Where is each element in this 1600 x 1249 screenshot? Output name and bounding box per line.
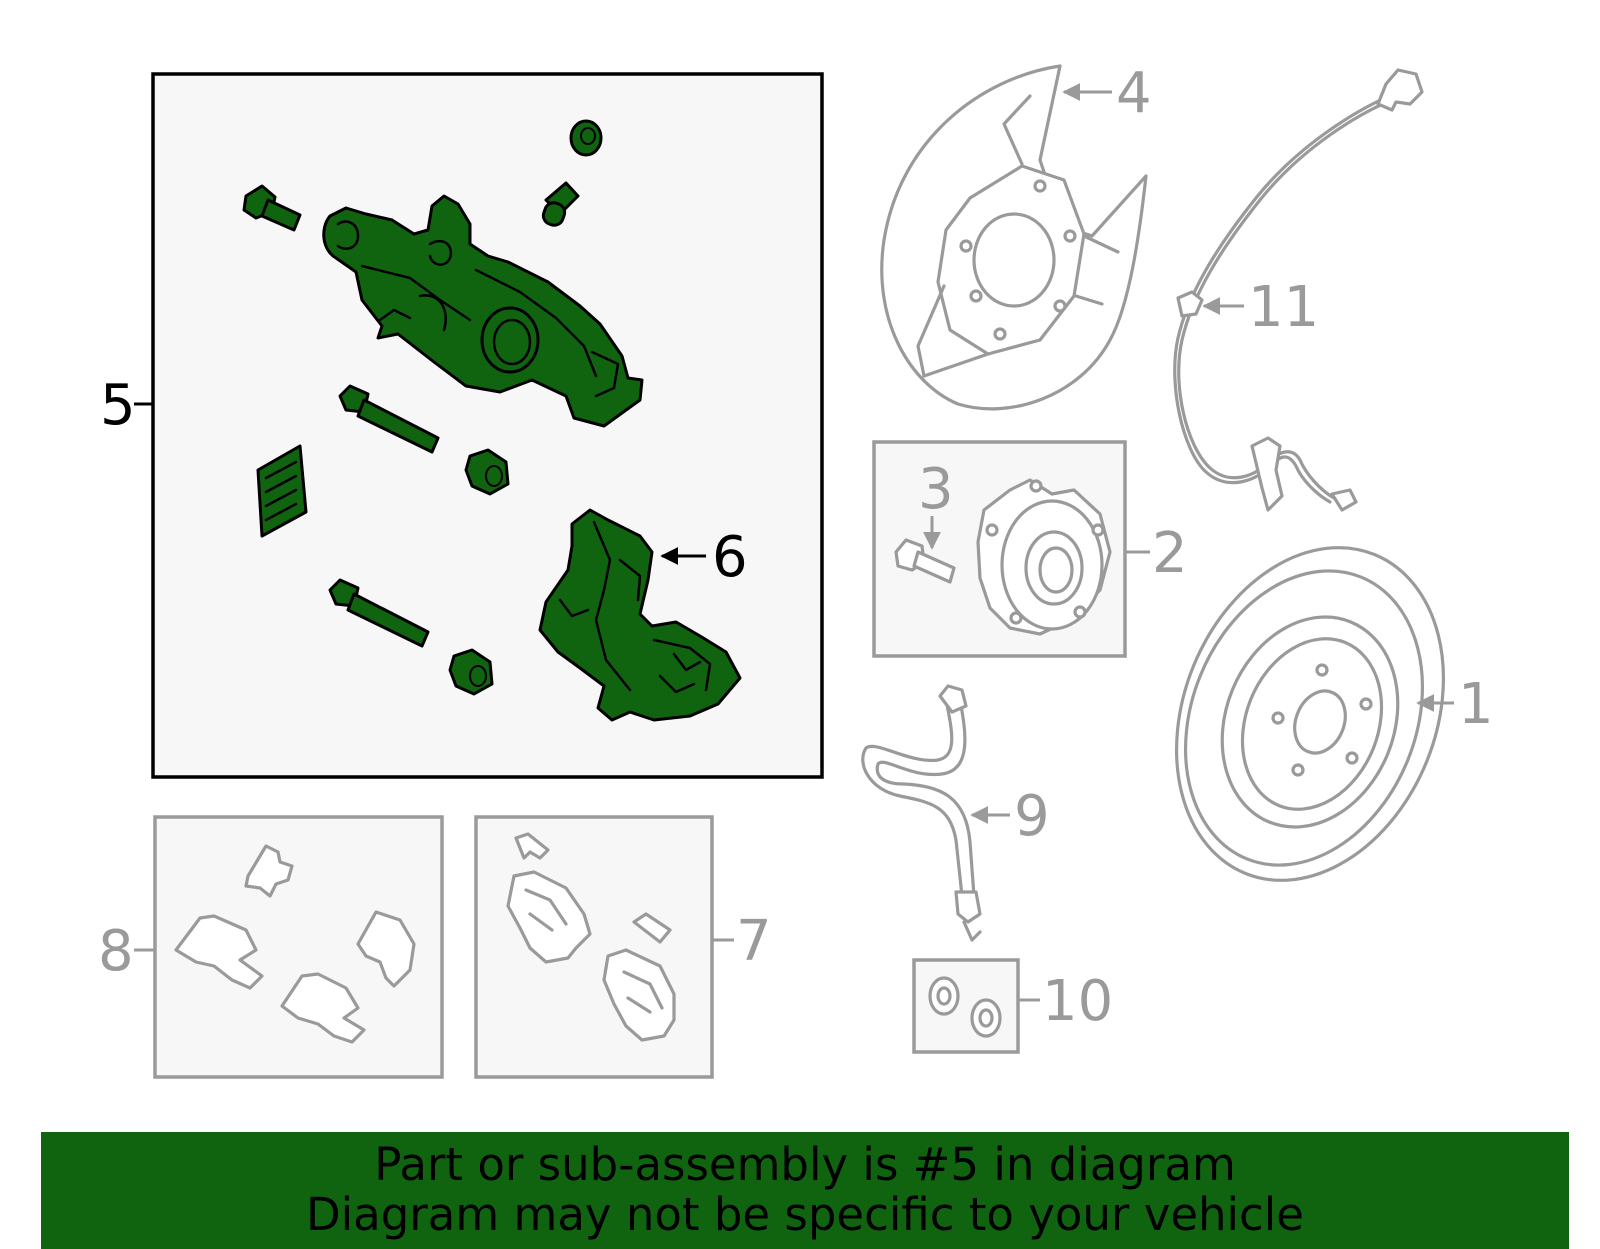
hose-fitting-bottom — [954, 890, 982, 924]
callout-9-label[interactable]: 9 — [1014, 784, 1050, 849]
sensor-connector — [1376, 68, 1424, 112]
dust-shield[interactable]: 4 — [880, 61, 1152, 411]
banner-line-1: Part or sub-assembly is #5 in diagram — [374, 1138, 1236, 1191]
anti-rattle-clip — [256, 444, 308, 538]
brake-hose[interactable]: 9 — [861, 684, 1050, 942]
rotor-hat — [1220, 615, 1400, 829]
washer-kit-box — [912, 958, 1020, 1054]
caliper-bracket — [538, 508, 742, 722]
brake-rotor[interactable]: 1 — [1129, 507, 1494, 920]
washer — [970, 998, 1002, 1038]
callout-5-label[interactable]: 5 — [100, 373, 136, 438]
clip-shape — [356, 910, 416, 988]
washer-kit-panel[interactable]: 10 — [912, 958, 1113, 1054]
sensor-bracket — [1250, 436, 1284, 512]
callout-3-label[interactable]: 3 — [918, 457, 954, 522]
hub-assembly — [976, 478, 1112, 636]
brake-pad-shape — [506, 870, 592, 964]
callout-11-label[interactable]: 11 — [1248, 275, 1319, 340]
hub-bearing-panel[interactable]: 3 2 — [872, 440, 1188, 658]
washer — [928, 976, 960, 1016]
clip-shape — [174, 914, 264, 990]
parts-diagram: 6 5 8 7 4 — [98, 61, 1494, 1079]
callout-10-label[interactable]: 10 — [1042, 969, 1113, 1034]
wheel-speed-sensor[interactable]: 11 — [1173, 68, 1424, 512]
callout-2-label[interactable]: 2 — [1152, 521, 1188, 586]
caliper-housing — [322, 194, 644, 428]
guide-pin-upper — [338, 384, 440, 454]
sensor-cable — [1177, 92, 1410, 500]
hose-fitting-top — [938, 684, 968, 714]
rotor-center-bore — [1293, 689, 1347, 755]
info-banner: Part or sub-assembly is #5 in diagram Di… — [41, 1132, 1569, 1249]
hub-bolt — [894, 538, 956, 584]
callout-1-label[interactable]: 1 — [1458, 672, 1494, 737]
brake-hose-line — [861, 698, 964, 898]
pin-boot-lower — [448, 648, 494, 696]
callout-6-label[interactable]: 6 — [712, 525, 748, 590]
pad-clip-shape — [632, 912, 672, 944]
guide-pin-lower — [328, 578, 430, 648]
caliper-assembly-panel[interactable]: 6 5 — [100, 72, 824, 779]
hardware-kit-panel[interactable]: 8 — [98, 815, 444, 1079]
pin-boot-upper — [464, 448, 510, 496]
banner-line-2: Diagram may not be specific to your vehi… — [306, 1188, 1304, 1241]
clip-shape — [244, 844, 294, 898]
callout-8-label[interactable]: 8 — [98, 919, 134, 984]
guide-bolt — [242, 184, 302, 232]
brake-pads-box — [474, 815, 714, 1079]
sensor-clip — [1176, 290, 1204, 318]
pad-clip-shape — [514, 832, 550, 860]
bleeder-screw — [541, 181, 580, 227]
clip-shape — [280, 972, 366, 1044]
brake-pads-panel[interactable]: 7 — [474, 815, 772, 1079]
brake-pad-shape — [602, 948, 676, 1042]
callout-4-label[interactable]: 4 — [1116, 61, 1152, 126]
bleeder-cap — [569, 119, 603, 157]
dust-shield-center-hole — [972, 212, 1056, 308]
callout-7-label[interactable]: 7 — [736, 909, 772, 974]
